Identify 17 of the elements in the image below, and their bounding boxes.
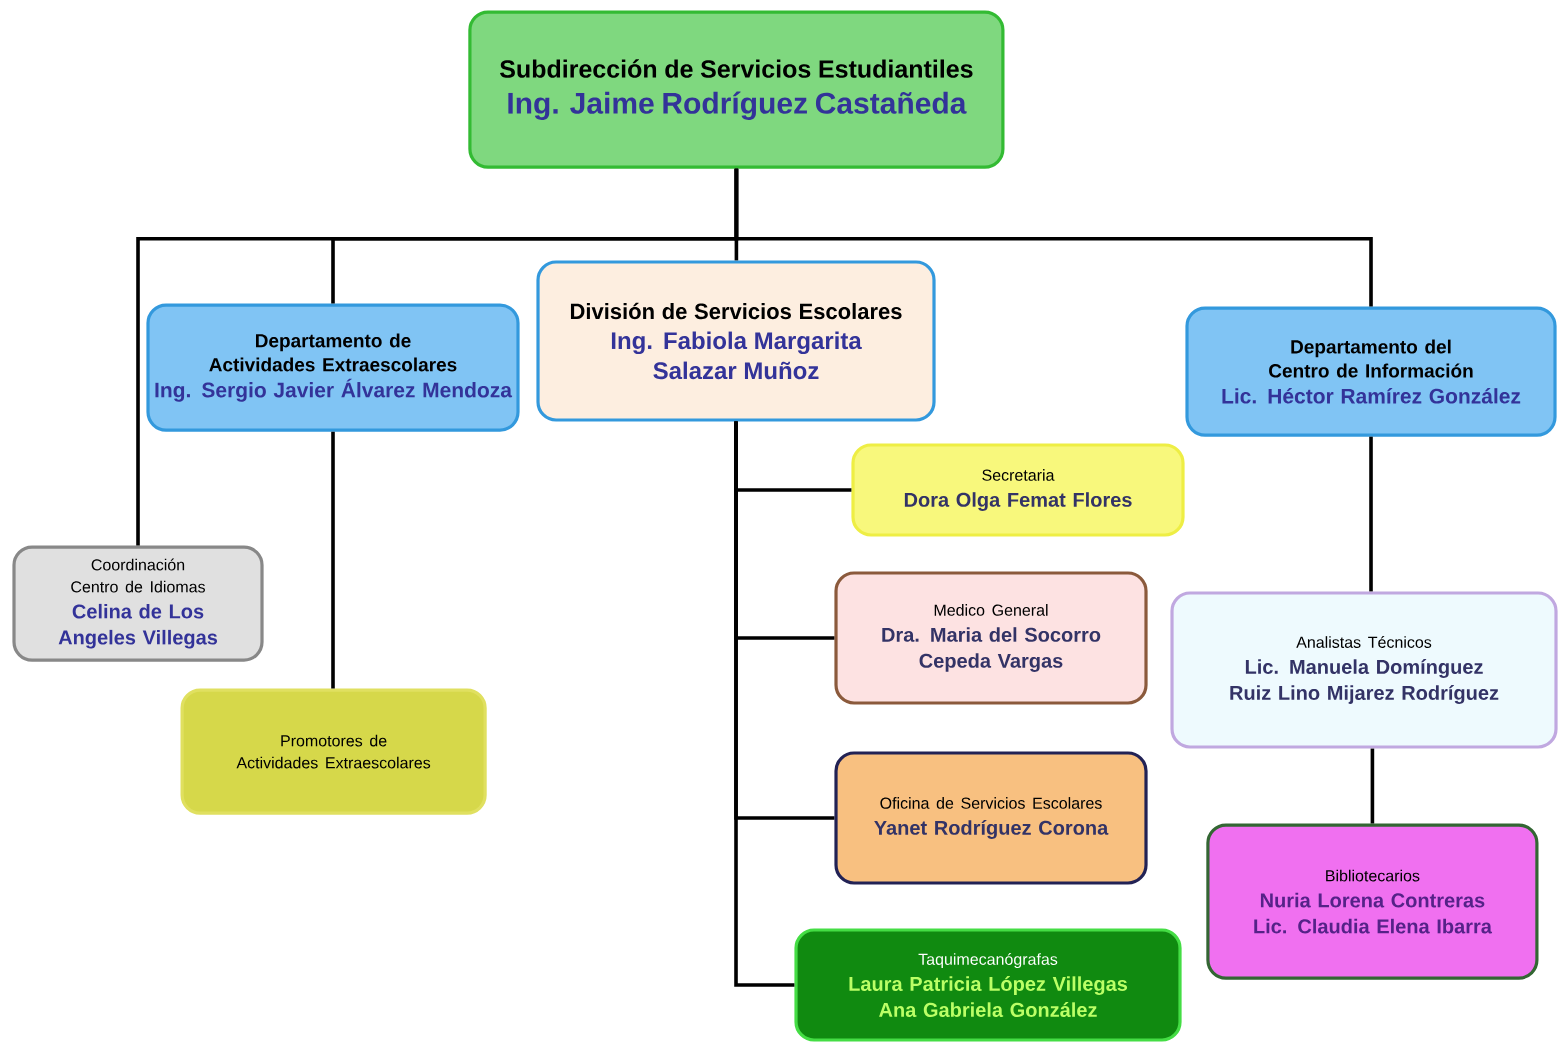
connector-line (1369, 436, 1373, 592)
org-box: Secretaria Dora Olga Femat Flores (851, 443, 1185, 537)
org-box: Medico General Dra. Maria del Socorro Cepeda Vargas (834, 571, 1148, 705)
connector-line (331, 431, 335, 689)
org-box: División de Servicios Escolares Ing. Fabiola Margarita Salazar Muñoz (536, 260, 936, 422)
org-box: Coordinación Centro de Idiomas Celina de Los Angeles Villegas (12, 545, 264, 662)
org-box: Oficina de Servicios Escolares Yanet Rodríguez Corona (834, 751, 1148, 885)
org-box: Taquimecanógrafas Laura Patricia López Villegas Ana Gabriela González (794, 928, 1182, 1042)
org-box: Analistas Técnicos Lic. Manuela Domínguez Ruiz Lino Mijarez Rodríguez (1170, 591, 1558, 749)
connector-line (734, 168, 1373, 307)
org-box: Departamento de Actividades Extraescolares Ing. Sergio Javier Álvarez Mendoza (146, 303, 520, 432)
org-box: Promotores de Actividades Extraescolares (180, 688, 487, 815)
connector-line (1370, 748, 1375, 824)
org-box: Departamento del Centro de Información Lic. Héctor Ramírez González (1185, 306, 1557, 437)
org-box: Subdirección de Servicios Estudiantiles Ing. Jaime Rodríguez Castañeda (468, 10, 1005, 169)
connector-line (734, 421, 795, 987)
org-box: Bibliotecarios Nuria Lorena Contreras Lic. Claudia Elena Ibarra (1206, 823, 1539, 980)
